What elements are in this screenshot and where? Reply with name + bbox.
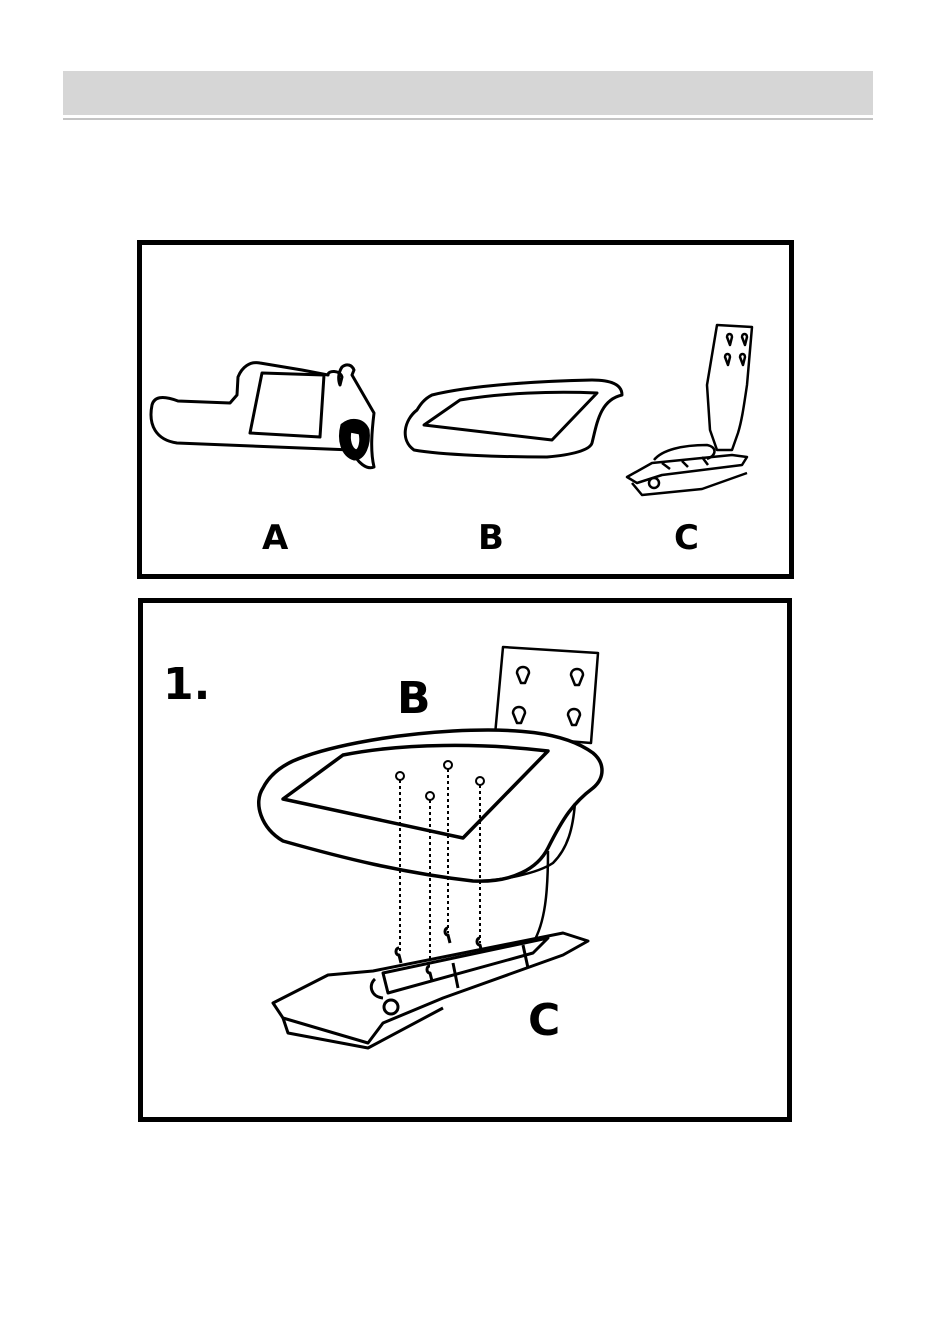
header-bar (63, 71, 873, 115)
step-1-illustration (143, 603, 787, 1117)
backrest-plate-icon (495, 647, 598, 743)
seat-frame-icon (627, 325, 752, 495)
seat-cushion-icon (405, 380, 622, 457)
parts-panel: A B C (137, 240, 794, 579)
part-c-label: C (674, 521, 699, 555)
header-divider (63, 118, 873, 120)
armrest-icon (151, 363, 374, 468)
step-number: 1. (163, 663, 210, 707)
step-1-panel: 1. B C (138, 598, 792, 1122)
step-part-b-label: B (397, 677, 431, 721)
part-a-label: A (262, 521, 288, 555)
part-b-label: B (478, 521, 504, 555)
step-part-c-label: C (528, 999, 560, 1043)
